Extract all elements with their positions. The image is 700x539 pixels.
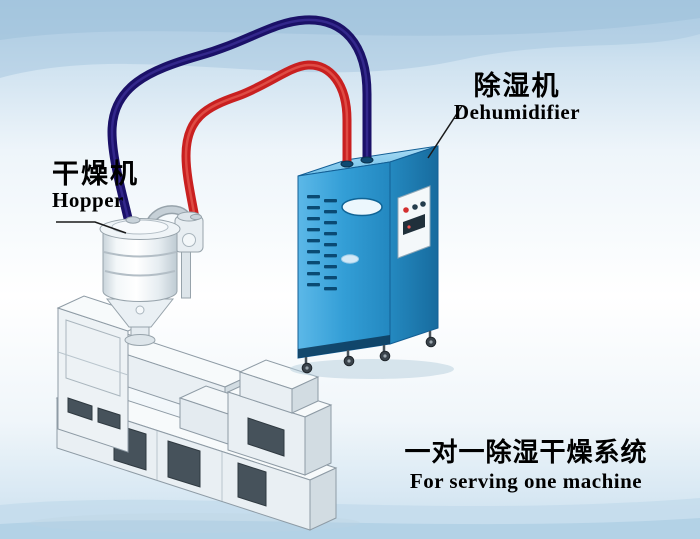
red-button <box>403 207 409 213</box>
extruder-door <box>237 462 267 507</box>
pipes <box>107 15 372 245</box>
red-pipe-collar <box>190 213 202 221</box>
dryer-leader-line <box>56 221 127 234</box>
gearbox-vent <box>97 407 121 430</box>
navy-pipe-collar <box>125 216 141 224</box>
navy-pipe-highlight <box>110 18 369 242</box>
clamp-band <box>103 251 177 258</box>
caster-wheels <box>301 331 437 374</box>
vent-grille <box>307 195 337 291</box>
extruder-door <box>167 440 201 488</box>
dehumidifier-unit <box>290 145 454 379</box>
die-stack-end <box>291 376 319 414</box>
extruder-base-end <box>309 467 337 531</box>
hopper-dryer <box>99 205 204 346</box>
leader-lines <box>56 105 463 234</box>
dryer-label-en: Hopper <box>52 188 124 213</box>
top-wave-2 <box>0 0 700 40</box>
gearbox-panel <box>65 319 121 397</box>
hopper-body <box>102 228 178 303</box>
dehumidifier-label-zh: 除湿机 <box>473 71 561 101</box>
gearbox-front <box>57 307 129 453</box>
system-caption-en: For serving one machine <box>409 469 643 494</box>
dark-button <box>420 201 426 207</box>
blower-motor <box>182 233 196 247</box>
display-indicator <box>407 225 411 229</box>
control-panel <box>397 185 431 259</box>
kick-strip <box>298 335 390 358</box>
die-head-end <box>304 404 332 476</box>
dryer-label-zh: 干燥机 <box>52 159 139 189</box>
dehumidifier-label-en: Dehumidifier <box>453 100 581 125</box>
brand-oval <box>341 197 383 217</box>
system-caption-zh: 一对一除湿干燥系统 <box>404 437 648 467</box>
pipe-ports <box>340 156 374 168</box>
gearbox-seam <box>57 351 129 376</box>
sight-glass <box>135 305 145 315</box>
gearbox-vent <box>67 397 93 421</box>
pipe-port <box>360 156 374 164</box>
red-pipe-highlight <box>184 63 349 226</box>
pipe-port <box>340 160 354 168</box>
system-caption: 一对一除湿干燥系统 For serving one machine <box>376 438 676 493</box>
dehumidifier-shadow <box>290 359 454 379</box>
panel-display <box>403 214 425 235</box>
die-door <box>247 417 285 457</box>
bottom-band-2 <box>0 518 700 539</box>
dehumidifier-label: 除湿机 Dehumidifier <box>443 71 591 125</box>
hopper-neck-flange <box>124 334 156 346</box>
dehumidifier-leader-line <box>427 105 463 159</box>
clamp-band <box>104 270 176 277</box>
hopper-lid-inner <box>111 219 169 235</box>
return-duct-vertical <box>181 251 191 299</box>
small-sticker-oval <box>341 254 359 264</box>
dryer-label: 干燥机 Hopper <box>52 159 139 213</box>
dark-button <box>412 204 418 210</box>
extruder-machine <box>30 295 360 533</box>
